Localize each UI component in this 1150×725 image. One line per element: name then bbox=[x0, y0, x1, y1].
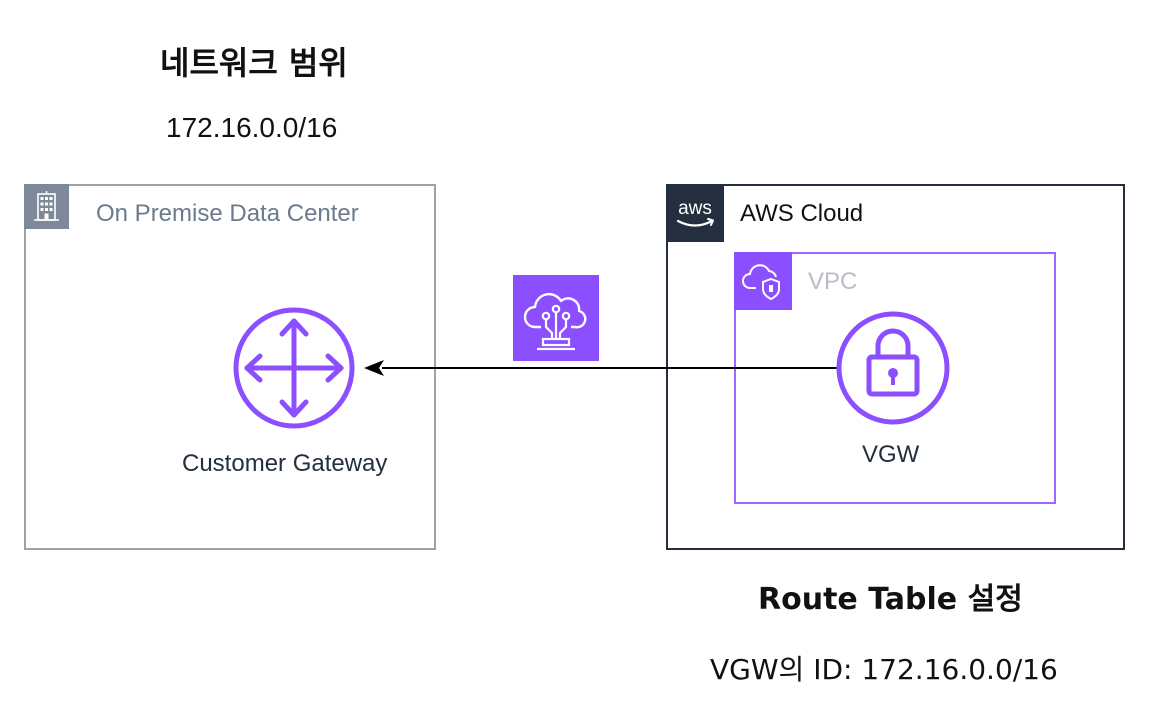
router-arrows-icon bbox=[233, 307, 355, 429]
customer-gateway-label: Customer Gateway bbox=[182, 450, 388, 477]
network-range-cidr: 172.16.0.0/16 bbox=[166, 112, 338, 143]
aws-logo-icon: aws bbox=[666, 184, 724, 242]
vgw-label: VGW bbox=[862, 441, 920, 468]
vpc-cloud-shield-icon bbox=[734, 252, 792, 310]
svg-text:aws: aws bbox=[678, 198, 712, 219]
vpc-group bbox=[734, 252, 1056, 504]
site-to-site-vpn-icon bbox=[513, 275, 599, 361]
route-table-detail: VGW의 ID: 172.16.0.0/16 bbox=[710, 653, 1058, 686]
network-range-title: 네트워크 범위 bbox=[160, 44, 348, 82]
vpn-connection-arrow bbox=[364, 360, 838, 376]
padlock-icon bbox=[836, 311, 950, 425]
aws-cloud-label: AWS Cloud bbox=[740, 200, 864, 227]
office-building-icon bbox=[24, 184, 69, 229]
onprem-datacenter-label: On Premise Data Center bbox=[96, 200, 359, 227]
route-table-title: Route Table 설정 bbox=[758, 582, 1023, 617]
vpc-label: VPC bbox=[808, 268, 858, 295]
